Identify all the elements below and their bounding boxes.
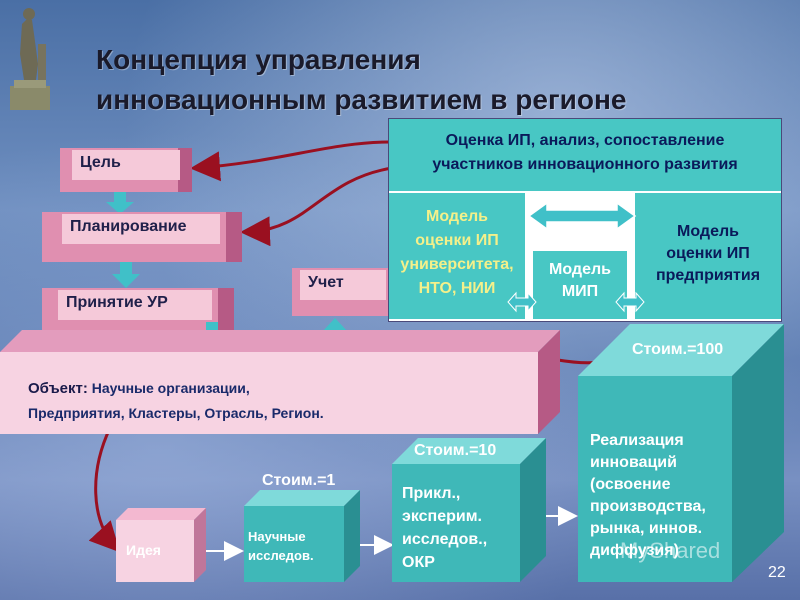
down-arrow-icon xyxy=(112,262,140,288)
cost-10-label: Стоим.=10 xyxy=(414,442,497,459)
mip-model-line-2: МИП xyxy=(561,283,599,300)
implementation-cube xyxy=(578,324,784,582)
implementation-line-4: производства, xyxy=(590,498,706,515)
object-text-line-2: Предприятия, Кластеры, Отрасль, Регион. xyxy=(28,405,324,421)
idea-cube xyxy=(116,508,206,582)
object-text-line-1: Научные организации, xyxy=(87,380,250,396)
research-cube xyxy=(244,490,360,582)
research-label-line-2: исследов. xyxy=(248,548,314,563)
applied-research-cube xyxy=(392,438,546,582)
assessment-header-line-2: участников инновационного развития xyxy=(432,156,738,173)
down-arrow-icon xyxy=(106,192,134,214)
applied-research-label: Прикл., эксперим. исследов., ОКР xyxy=(402,482,487,574)
assessment-header-line-1: Оценка ИП, анализ, сопоставление xyxy=(445,132,725,149)
implementation-line-1: Реализация xyxy=(590,432,684,449)
title-line-2: инновационным развитием в регионе xyxy=(96,84,627,115)
assessment-header: Оценка ИП, анализ, сопоставление участни… xyxy=(389,119,781,191)
statue-image xyxy=(10,8,50,110)
double-arrow-icon xyxy=(527,201,637,231)
page-title: Концепция управления инновационным разви… xyxy=(96,40,756,120)
research-label-line-1: Научные xyxy=(248,529,306,544)
enterprise-model: Модель оценки ИП предприятия xyxy=(635,193,781,319)
research-label: Научные исследов. xyxy=(248,527,314,565)
title-line-1: Концепция управления xyxy=(96,44,421,75)
idea-label: Идея xyxy=(126,542,161,558)
implementation-line-2: инноваций xyxy=(590,454,677,471)
implementation-label: Реализация инноваций (освоение производс… xyxy=(590,430,706,562)
implementation-line-3: (освоение xyxy=(590,476,671,493)
university-model-line-3: университета, xyxy=(400,256,514,273)
planning-label: Планирование xyxy=(62,214,220,244)
enterprise-model-line-3: предприятия xyxy=(655,267,761,284)
decision-label: Принятие УР xyxy=(58,290,212,320)
implementation-line-5: рынка, иннов. xyxy=(590,520,703,537)
applied-research-line-3: исследов., xyxy=(402,531,488,548)
mip-model-line-1: Модель xyxy=(549,261,611,278)
university-model-line-4: НТО, НИИ xyxy=(418,280,496,297)
goal-block-side xyxy=(178,148,192,192)
implementation-line-6: диффузия) xyxy=(590,542,679,559)
university-model-line-1: Модель xyxy=(426,208,488,225)
assessment-panel: Оценка ИП, анализ, сопоставление участни… xyxy=(388,118,782,322)
object-text: Объект: Научные организации, Предприятия… xyxy=(28,376,528,425)
accounting-label: Учет xyxy=(300,270,386,300)
applied-research-line-1: Прикл., xyxy=(402,485,461,502)
arrow-object-to-idea xyxy=(88,427,121,553)
arrow-to-goal xyxy=(190,140,391,182)
double-arrow-icon xyxy=(507,291,537,313)
enterprise-model-line-2: оценки ИП xyxy=(666,245,750,262)
university-model: Модель оценки ИП университета, НТО, НИИ xyxy=(389,193,525,319)
applied-research-line-2: эксперим. xyxy=(402,508,482,525)
object-block-shape xyxy=(0,330,560,434)
page-number: 22 xyxy=(768,564,786,581)
mip-model: Модель МИП xyxy=(533,251,627,319)
watermark: MyShared xyxy=(620,538,721,563)
applied-research-line-4: ОКР xyxy=(402,554,435,571)
arrow-to-planning xyxy=(240,166,393,247)
object-label: Объект: xyxy=(28,380,88,397)
goal-label: Цель xyxy=(72,150,180,180)
cost-100-label: Стоим.=100 xyxy=(632,341,724,358)
double-arrow-icon xyxy=(615,291,645,313)
planning-block-side xyxy=(226,212,242,262)
decision-block-side xyxy=(218,288,234,336)
university-model-line-2: оценки ИП xyxy=(415,232,499,249)
enterprise-model-line-1: Модель xyxy=(677,223,739,240)
cost-1-label: Стоим.=1 xyxy=(262,472,336,489)
